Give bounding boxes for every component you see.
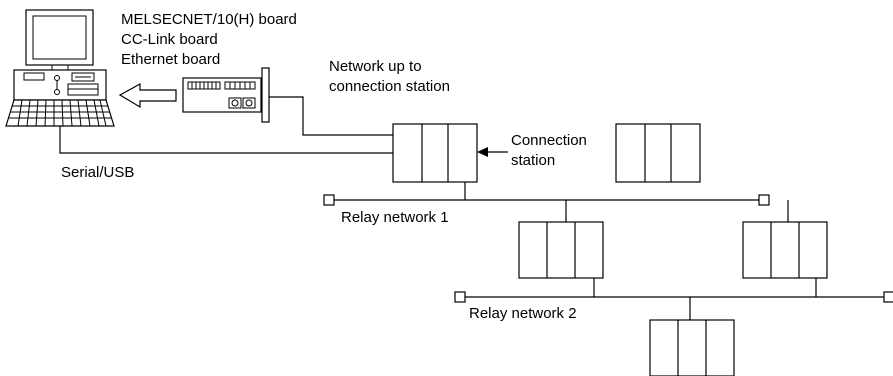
personal-computer xyxy=(5,9,115,127)
connection-station-label-line-2: station xyxy=(511,152,555,169)
terminator xyxy=(883,291,893,303)
plc-station-middle-right xyxy=(742,221,828,279)
pc-screen xyxy=(32,15,87,60)
network-up-label-line-1: Network up to xyxy=(329,58,422,75)
boards-label-line-3: Ethernet board xyxy=(121,51,220,68)
network-up-label-line-2: connection station xyxy=(329,78,450,95)
board-bracket xyxy=(261,67,270,123)
boards-label-line-2: CC-Link board xyxy=(121,31,218,48)
connection-station-label-line-1: Connection xyxy=(511,132,587,149)
relay-network-2-bus xyxy=(454,278,893,320)
pc-monitor xyxy=(25,9,94,66)
boards-label-line-1: MELSECNET/10(H) board xyxy=(121,11,297,28)
plc-station-top-right xyxy=(615,123,701,183)
connection-station-plc xyxy=(392,123,478,183)
terminator xyxy=(454,291,466,303)
relay-network-2-label: Relay network 2 xyxy=(469,305,577,322)
network-board xyxy=(182,67,270,123)
pc-drive-slot xyxy=(23,72,45,81)
board-body xyxy=(182,77,262,113)
pc-keyboard xyxy=(5,99,115,127)
connection-station-arrow-icon xyxy=(477,147,488,157)
terminator xyxy=(758,194,770,206)
relay-network-1-bus xyxy=(323,182,789,222)
plc-station-middle-left xyxy=(518,221,604,279)
insert-board-arrow-icon xyxy=(118,82,177,109)
serial-usb-label: Serial/USB xyxy=(61,164,134,181)
serial-usb-cable xyxy=(59,126,422,154)
relay-network-1-label: Relay network 1 xyxy=(341,209,449,226)
terminator xyxy=(323,194,335,206)
plc-station-bottom xyxy=(649,319,735,376)
